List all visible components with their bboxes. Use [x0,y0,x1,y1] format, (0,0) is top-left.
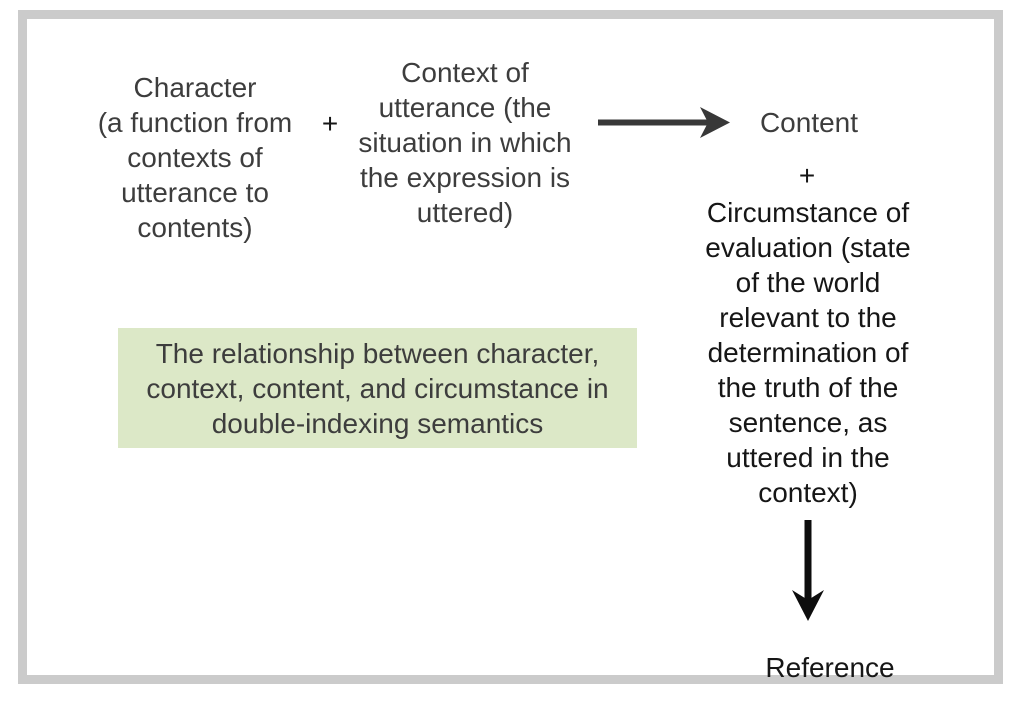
reference-label: Reference [765,652,895,683]
circumstance-of-evaluation-text-block: Circumstance of evaluation (state of the… [705,197,911,508]
plus-sign-left: + [321,108,339,139]
caption-box: The relationship between character, cont… [118,328,637,448]
right-arrow-icon [598,104,730,140]
character-text-block: Character (a function from contexts of u… [97,72,293,243]
down-arrow-icon [788,520,828,622]
plus-sign-right: + [798,160,816,191]
context-of-utterance-text-block: Context of utterance (the situation in w… [358,57,572,228]
content-label: Content [759,107,859,138]
